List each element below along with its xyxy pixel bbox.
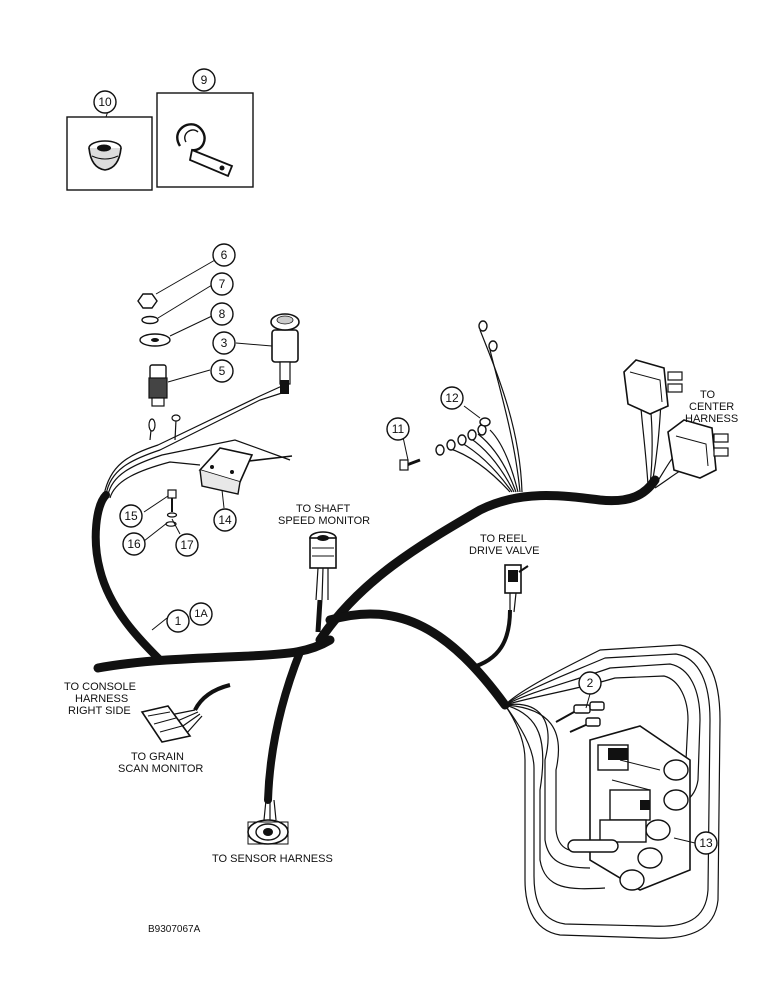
label-grain-line2: SCAN MONITOR [118,763,203,775]
label-console-line1: TO CONSOLE [64,681,136,693]
switch [148,364,168,407]
label-center-harness: TO CENTER HARNESS [685,389,738,425]
shaft-speed-connector [309,531,337,601]
main-harness [91,475,660,804]
label-console-line2: HARNESS [75,693,128,705]
center-connector-lower [667,419,729,479]
label-sensor-harness: TO SENSOR HARNESS [212,853,333,865]
callout-2: 2 [578,671,602,695]
callout-16: 16 [122,532,146,556]
screw-washers [165,489,178,527]
callout-11-text: 11 [392,422,405,436]
sensor-connector [247,799,289,845]
relay-module [198,447,254,495]
hydraulic-valve-block [567,725,691,891]
reel-drive-connector [504,564,529,613]
grain-scan-connector [140,705,203,743]
callout-5: 5 [210,359,234,383]
callout-10: 10 [93,90,117,114]
callout-11: 11 [386,417,410,441]
nut-washer-stack [137,293,171,347]
label-shaft-line1: TO SHAFT [296,503,350,515]
callout-1-text: 1 [175,614,182,628]
detail-box-grommet [66,116,153,191]
inline-connector-2 [555,701,605,733]
callout-2-text: 2 [587,676,594,690]
callout-3-text: 3 [221,336,228,350]
callout-7: 7 [210,272,234,296]
callout-17: 17 [175,533,199,557]
callout-6-text: 6 [221,248,228,262]
callout-12-text: 12 [445,391,459,405]
center-connector-upper [623,359,683,415]
callout-9: 9 [192,68,216,92]
callout-14: 14 [213,508,237,532]
callout-17-text: 17 [180,538,194,552]
label-center-line3: HARNESS [685,413,738,425]
label-center-line1: TO [700,389,716,401]
callout-12: 12 [440,386,464,410]
callout-15: 15 [119,504,143,528]
detail-box-clamp [156,92,254,188]
label-reel-drive: TO REEL DRIVE VALVE [469,533,540,557]
callout-16-text: 16 [127,537,141,551]
label-center-line2: CENTER [689,401,734,413]
callout-13-text: 13 [699,836,713,850]
callout-8-text: 8 [219,307,226,321]
callout-7-text: 7 [219,277,226,291]
label-shaft-line2: SPEED MONITOR [278,515,370,527]
callout-14-text: 14 [218,513,232,527]
callout-6: 6 [212,243,236,267]
ring-terminals [399,320,523,493]
callout-1a-text: 1A [194,608,208,620]
callout-9-text: 9 [201,73,208,87]
label-grain-scan: TO GRAIN SCAN MONITOR [118,751,203,775]
label-console-line3: RIGHT SIDE [68,705,131,717]
label-console-harness: TO CONSOLE HARNESS RIGHT SIDE [64,681,136,717]
callout-15-text: 15 [124,509,138,523]
valve-wire-loops [504,644,721,939]
callout-8: 8 [210,302,234,326]
indicator-lamp [270,313,300,394]
callout-1a: 1A [189,602,213,626]
figure-id: B9307067A [148,924,201,935]
callout-13: 13 [694,831,718,855]
label-shaft-speed: TO SHAFT SPEED MONITOR [278,503,370,527]
label-reel-line2: DRIVE VALVE [469,545,540,557]
upper-left-wiring [103,385,293,499]
callout-5-text: 5 [219,364,226,378]
label-grain-line1: TO GRAIN [131,751,184,763]
label-reel-line1: TO REEL [480,533,527,545]
callout-10-text: 10 [98,95,112,109]
center-harness-connectors [623,359,729,489]
callout-1: 1 [166,609,190,633]
callout-3: 3 [212,331,236,355]
leader-lines [105,110,696,844]
